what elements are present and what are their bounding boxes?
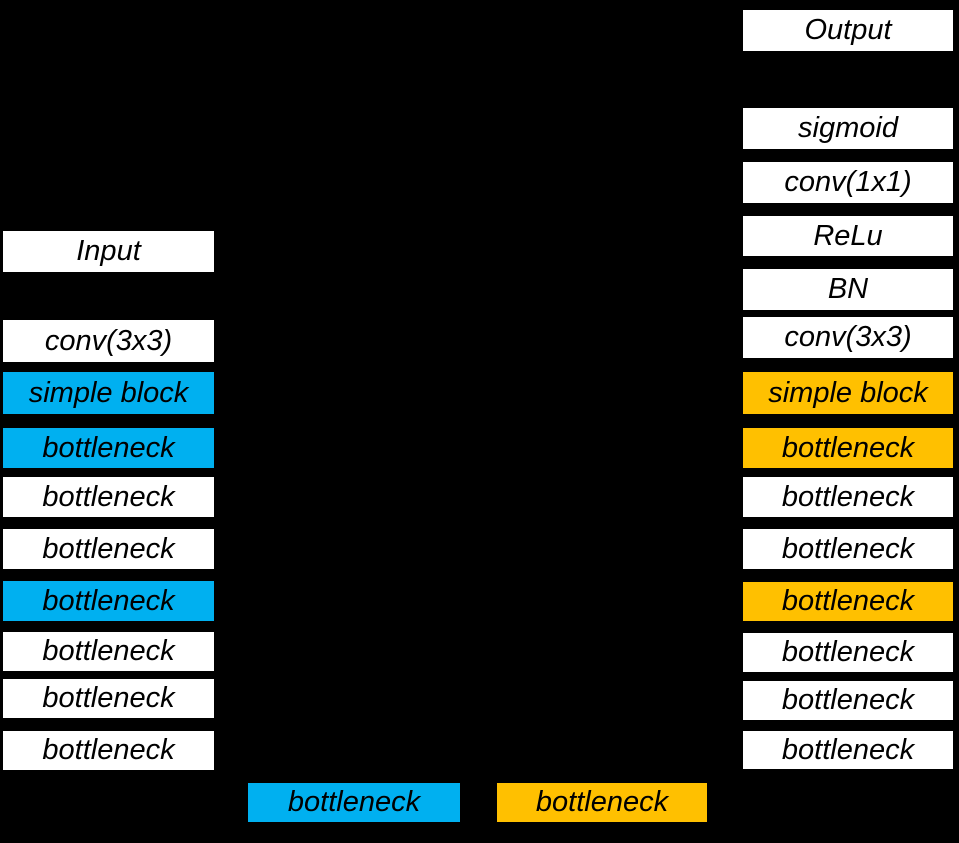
block-bottleneck-encoder-1: bottleneck bbox=[3, 428, 214, 468]
block-bottleneck-decoder-3: bottleneck bbox=[743, 529, 953, 569]
block-bottleneck-encoder-4: bottleneck bbox=[3, 581, 214, 621]
block-bottleneck-decoder-2: bottleneck bbox=[743, 477, 953, 517]
block-bottleneck-decoder-7: bottleneck bbox=[743, 731, 953, 769]
block-conv3x3-decoder: conv(3x3) bbox=[743, 317, 953, 358]
block-bottleneck-encoder-5: bottleneck bbox=[3, 632, 214, 671]
block-conv1x1: conv(1x1) bbox=[743, 162, 953, 203]
block-bottleneck-decoder-1: bottleneck bbox=[743, 428, 953, 468]
legend-bottleneck-orange: bottleneck bbox=[497, 783, 707, 822]
block-input: Input bbox=[3, 231, 214, 272]
block-relu: ReLu bbox=[743, 216, 953, 256]
block-bottleneck-encoder-3: bottleneck bbox=[3, 529, 214, 569]
block-bottleneck-decoder-6: bottleneck bbox=[743, 681, 953, 720]
block-bottleneck-encoder-6: bottleneck bbox=[3, 679, 214, 718]
block-bottleneck-decoder-4: bottleneck bbox=[743, 582, 953, 621]
block-sigmoid: sigmoid bbox=[743, 108, 953, 149]
legend-bottleneck-blue: bottleneck bbox=[248, 783, 460, 822]
block-bottleneck-encoder-2: bottleneck bbox=[3, 477, 214, 517]
block-conv3x3-encoder: conv(3x3) bbox=[3, 320, 214, 362]
block-bottleneck-decoder-5: bottleneck bbox=[743, 633, 953, 672]
block-simple-block-decoder: simple block bbox=[743, 372, 953, 414]
block-bn: BN bbox=[743, 269, 953, 310]
block-bottleneck-encoder-7: bottleneck bbox=[3, 731, 214, 770]
block-output: Output bbox=[743, 10, 953, 51]
block-simple-block-encoder: simple block bbox=[3, 372, 214, 414]
